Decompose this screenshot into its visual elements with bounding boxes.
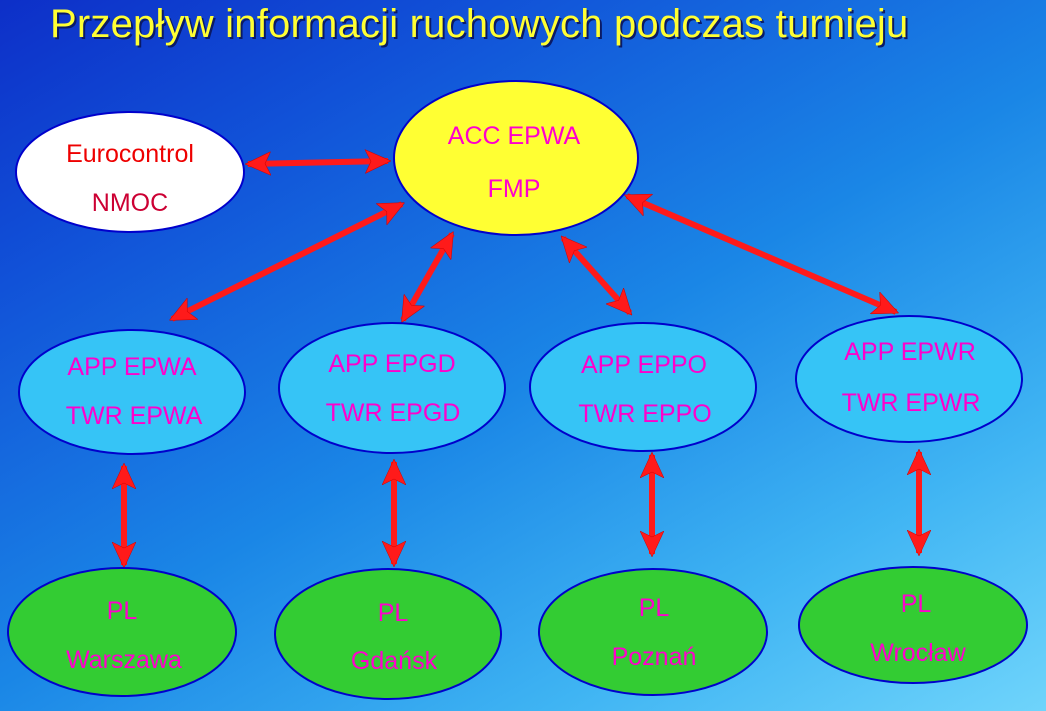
node-app-eppo-shape <box>529 322 757 452</box>
node-app-epwa-line1: APP EPWA <box>67 353 197 381</box>
arrows <box>124 161 919 565</box>
arrow-acc-app-epwr <box>627 193 896 315</box>
node-app-epwr-line1: APP EPWR <box>844 338 976 366</box>
node-app-twr-eppo: APP EPPO TWR EPPO <box>529 322 757 452</box>
arrow-acc-app-eppo <box>563 238 630 313</box>
node-pl-wroclaw-line1: PL <box>901 590 932 618</box>
node-app-eppo-line2: TWR EPPO <box>578 400 711 428</box>
node-eurocontrol-line1: Eurocontrol <box>66 140 194 168</box>
node-eurocontrol-line2: NMOC <box>92 189 168 217</box>
node-pl-wroclaw: PL Wrocław <box>798 566 1028 684</box>
node-acc-shape <box>393 80 639 236</box>
node-pl-warszawa-line1: PL <box>107 597 138 625</box>
node-eurocontrol-nmoc: Eurocontrol NMOC <box>15 111 245 233</box>
node-pl-poznan: PL Poznań <box>538 568 768 696</box>
node-acc-line2: FMP <box>488 175 541 203</box>
arrow-acc-app-epgd <box>400 234 455 320</box>
node-app-eppo-line1: APP EPPO <box>581 351 707 379</box>
node-pl-gdansk-line1: PL <box>378 599 409 627</box>
node-eurocontrol-shape <box>15 111 245 233</box>
node-pl-warszawa-line2: Warszawa <box>66 646 182 674</box>
node-pl-gdansk-line2: Gdańsk <box>351 647 438 675</box>
node-app-epwa-shape <box>18 329 246 455</box>
node-app-epgd-line2: TWR EPGD <box>326 399 461 427</box>
node-app-epgd-line1: APP EPGD <box>328 350 455 378</box>
node-app-twr-epwa: APP EPWA TWR EPWA <box>18 329 246 455</box>
node-pl-poznan-shape <box>538 568 768 696</box>
node-app-epwa-line2: TWR EPWA <box>66 402 203 430</box>
arrow-eurocontrol-acc <box>248 161 388 164</box>
node-app-twr-epwr: APP EPWR TWR EPWR <box>795 315 1023 443</box>
node-acc-epwa-fmp: ACC EPWA FMP <box>393 80 639 236</box>
node-pl-wroclaw-line2: Wrocław <box>870 639 966 667</box>
node-pl-poznan-line1: PL <box>639 594 670 622</box>
node-app-epwr-shape <box>795 315 1023 443</box>
slide-title: Przepływ informacji ruchowych podczas tu… <box>50 2 909 46</box>
node-acc-line1: ACC EPWA <box>448 122 581 150</box>
node-pl-gdansk-shape <box>274 568 502 700</box>
arrow-acc-app-epwa <box>172 201 402 322</box>
node-pl-gdansk: PL Gdańsk <box>274 568 502 700</box>
node-pl-warszawa-shape <box>7 567 237 697</box>
node-app-epgd-shape <box>278 322 506 454</box>
node-app-twr-epgd: APP EPGD TWR EPGD <box>278 322 506 454</box>
node-pl-warszawa: PL Warszawa <box>7 567 237 697</box>
node-pl-wroclaw-shape <box>798 566 1028 684</box>
node-pl-poznan-line2: Poznań <box>612 643 697 671</box>
node-app-epwr-line2: TWR EPWR <box>842 389 981 417</box>
